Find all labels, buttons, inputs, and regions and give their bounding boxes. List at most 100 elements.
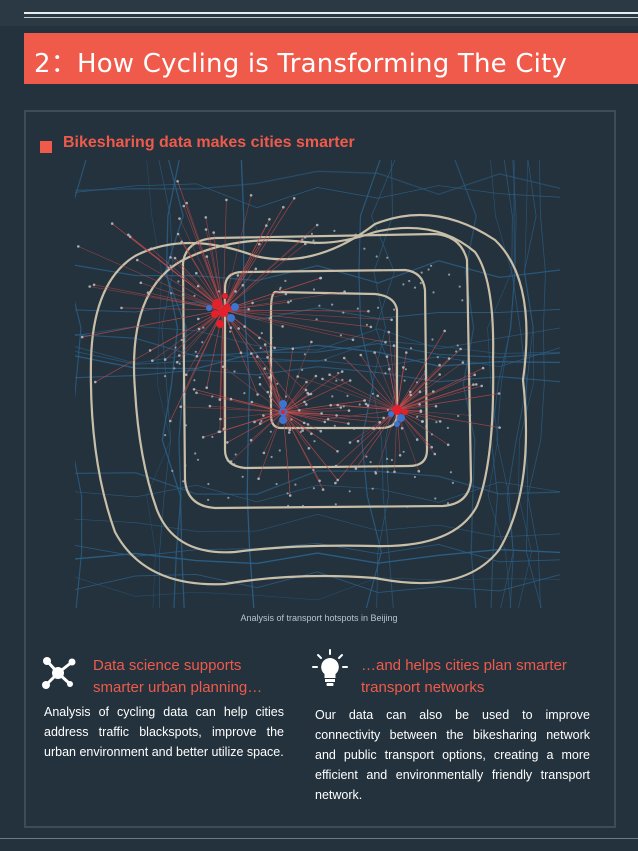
station-dot xyxy=(178,217,181,220)
flow-line xyxy=(222,277,321,311)
hotspot-map xyxy=(75,160,560,608)
station-dot xyxy=(258,376,261,379)
station-dot xyxy=(262,414,265,417)
station-dot xyxy=(146,291,150,294)
feature-1-body: Analysis of cycling data can help cities… xyxy=(44,705,284,759)
station-dot xyxy=(334,481,337,485)
station-dot xyxy=(233,370,236,373)
hub-marker-red xyxy=(222,293,228,299)
station-dot xyxy=(251,301,254,305)
station-dot xyxy=(339,406,343,409)
flow-line xyxy=(222,309,308,394)
station-dot xyxy=(446,426,449,429)
station-dot xyxy=(313,440,316,443)
station-dot xyxy=(313,242,316,245)
station-dot xyxy=(268,317,271,320)
station-dot xyxy=(259,347,262,350)
minor-road xyxy=(75,334,560,358)
station-dot xyxy=(373,351,377,354)
flow-line xyxy=(282,393,312,413)
flow-line xyxy=(396,405,437,411)
station-dot xyxy=(425,425,428,428)
flow-line xyxy=(250,353,284,413)
flow-line xyxy=(121,307,224,311)
flow-line xyxy=(176,309,224,363)
station-dot xyxy=(336,478,340,482)
flow-line xyxy=(396,385,482,411)
station-dot xyxy=(307,447,311,450)
station-dot xyxy=(304,242,307,246)
station-dot xyxy=(305,380,308,384)
station-dot xyxy=(304,388,308,392)
station-dot xyxy=(218,398,222,401)
station-dot xyxy=(217,430,221,434)
station-dot xyxy=(176,232,180,236)
station-dot xyxy=(301,429,304,432)
flow-line xyxy=(177,181,224,311)
minor-road xyxy=(75,347,560,368)
station-dot xyxy=(446,443,450,447)
flow-line xyxy=(209,405,284,413)
minor-road xyxy=(75,548,560,565)
flow-line xyxy=(297,376,398,411)
minor-road xyxy=(75,260,560,284)
flow-line xyxy=(230,411,284,462)
flow-line xyxy=(222,366,284,413)
minor-road xyxy=(75,576,560,601)
station-dot xyxy=(343,290,346,293)
station-dot xyxy=(430,264,433,267)
station-dot xyxy=(385,355,389,358)
station-dot xyxy=(335,414,338,417)
station-dot xyxy=(459,347,462,351)
station-dot xyxy=(178,362,181,365)
hub-marker-blue xyxy=(394,421,400,427)
flow-line xyxy=(222,275,239,311)
station-dot xyxy=(177,280,180,283)
station-dot xyxy=(318,479,321,483)
station-dot xyxy=(430,445,434,449)
station-dot xyxy=(281,325,284,328)
flow-line xyxy=(250,411,284,441)
station-dot xyxy=(250,400,254,404)
station-dot xyxy=(315,223,319,227)
ring-road-3 xyxy=(223,268,429,470)
station-dot xyxy=(328,373,331,376)
minor-road xyxy=(75,366,560,383)
flow-line xyxy=(222,243,260,311)
station-dot xyxy=(197,327,201,331)
station-dot xyxy=(318,304,321,307)
station-dot xyxy=(287,431,291,434)
station-dot xyxy=(424,373,428,376)
flow-line xyxy=(164,309,224,360)
flow-line xyxy=(222,309,392,321)
flow-line xyxy=(258,411,284,479)
flow-line xyxy=(186,202,224,311)
bottom-rule xyxy=(0,838,638,839)
station-dot xyxy=(312,487,315,490)
station-dot xyxy=(270,336,273,339)
station-dot xyxy=(413,286,417,289)
flow-line xyxy=(335,409,398,484)
flow-line xyxy=(222,207,284,311)
station-dot xyxy=(335,379,338,382)
station-dot xyxy=(402,366,405,369)
minor-road xyxy=(240,160,255,608)
flow-line xyxy=(282,400,365,413)
flow-lines xyxy=(78,181,500,496)
station-dot xyxy=(378,421,382,424)
minor-road xyxy=(75,340,560,364)
flow-line xyxy=(282,410,350,413)
station-dot xyxy=(202,326,205,329)
station-dot xyxy=(175,360,179,364)
flow-line xyxy=(396,352,407,411)
flow-line xyxy=(360,354,398,411)
station-dot xyxy=(179,405,182,408)
station-dot xyxy=(258,336,261,340)
station-dot xyxy=(136,258,139,262)
section-bullet-icon xyxy=(40,141,52,153)
station-dot xyxy=(262,451,266,455)
flow-line xyxy=(282,411,322,414)
station-dot xyxy=(207,482,210,486)
station-dot xyxy=(446,502,450,505)
station-dot xyxy=(438,363,441,367)
